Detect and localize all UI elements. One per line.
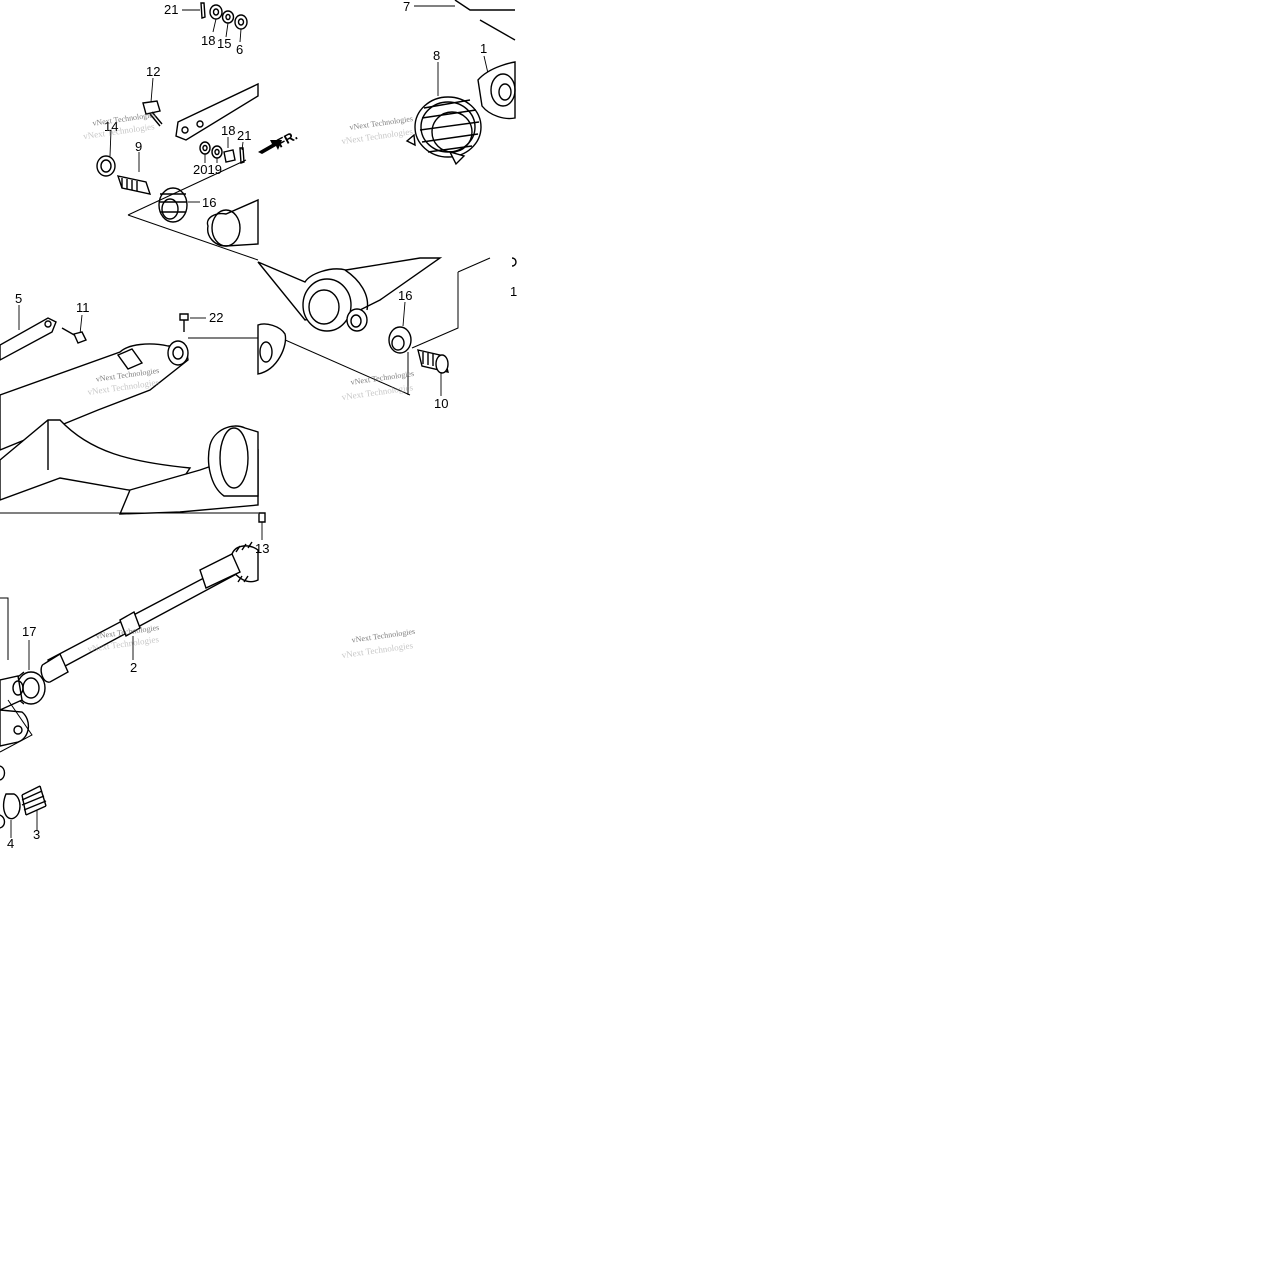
label-16-left: 16 (202, 195, 216, 210)
label-14: 14 (104, 119, 118, 134)
label-20-19: 2019 (193, 162, 222, 177)
label-9: 9 (135, 139, 142, 154)
part-8-ring-nut (405, 62, 482, 166)
label-3: 3 (33, 827, 40, 842)
label-1-right: 1 (510, 284, 517, 299)
label-2: 2 (130, 660, 137, 675)
label-13: 13 (255, 541, 269, 556)
top-hardware-group (182, 2, 248, 43)
mid-hardware-group (127, 137, 282, 216)
label-10: 10 (434, 396, 448, 411)
swing-arm-pivot-bore (257, 257, 517, 396)
label-4: 4 (7, 836, 14, 851)
right-pivot-group (388, 301, 449, 396)
label-16-right: 16 (398, 288, 412, 303)
label-7: 7 (403, 0, 410, 14)
label-15: 15 (217, 36, 231, 51)
left-pivot-group (96, 77, 259, 223)
label-17: 17 (22, 624, 36, 639)
label-11: 11 (76, 300, 90, 315)
label-21-top: 21 (164, 2, 178, 17)
part-7-arm (414, 0, 516, 41)
label-18-mid: 18 (221, 123, 235, 138)
swing-arm-body (0, 305, 287, 515)
label-21-mid: 21 (237, 128, 251, 143)
swing-arm-upper (127, 198, 259, 261)
part-1-housing (477, 55, 516, 120)
label-5: 5 (15, 291, 22, 306)
label-6: 6 (236, 42, 243, 57)
label-8: 8 (433, 48, 440, 63)
label-12: 12 (146, 64, 160, 79)
label-1: 1 (480, 41, 487, 56)
label-22: 22 (209, 310, 223, 325)
part-3-spring (21, 785, 47, 816)
drive-shaft-group (0, 512, 266, 838)
label-18-top: 18 (201, 33, 215, 48)
